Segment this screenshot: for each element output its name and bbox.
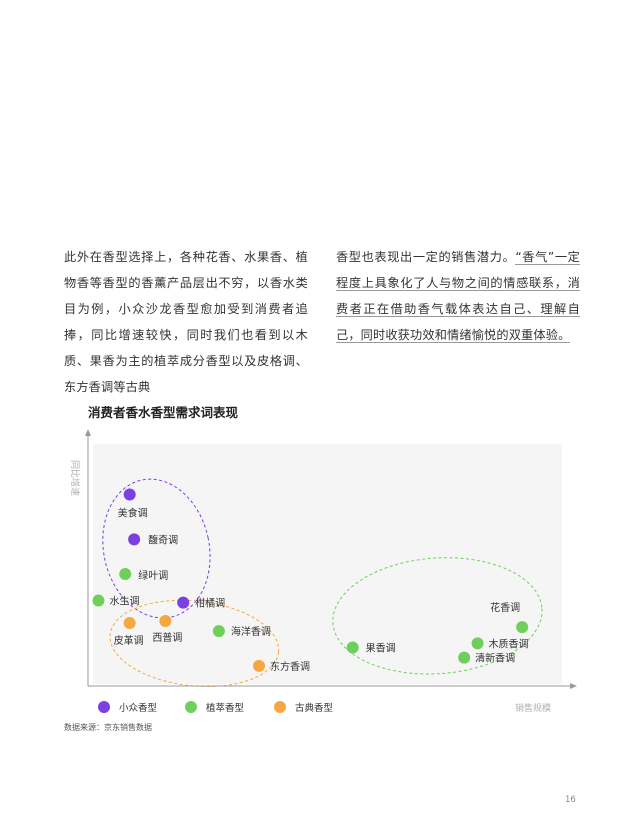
point-label-2-0: 皮革调 [114,634,144,647]
point-0-2 [177,596,190,609]
body-paragraph-right-part2: “香气”一定程度上具象化了人与物之间的情感联系，消费者正在借助香气载体表达自己、… [336,250,581,343]
body-paragraph-left: 此外在香型选择上，各种花香、水果香、植物香等香型的香薰产品层出不穷，以香水类目为… [64,250,308,394]
legend-swatch-0 [98,701,110,713]
point-label-0-0: 美食调 [118,506,148,519]
body-paragraph-right: 香型也表现出一定的销售潜力。“香气”一定程度上具象化了人与物之间的情感联系，消费… [336,244,581,348]
point-2-0 [123,617,136,629]
point-1-0 [119,568,132,581]
point-label-1-6: 清新香调 [475,652,515,665]
point-label-1-2: 海洋香调 [231,625,271,638]
chart-title: 消费者香水香型需求词表现 [88,405,239,420]
point-1-4 [516,621,529,634]
point-label-1-1: 水生调 [109,595,139,608]
point-1-2 [212,625,225,638]
cluster-2 [332,557,543,675]
point-1-1 [92,594,105,607]
cluster-group [102,478,543,688]
point-label-1-0: 绿叶调 [138,569,168,582]
point-label-2-2: 东方香调 [270,660,310,673]
point-label-0-1: 馥奇调 [148,533,178,546]
body-paragraph-right-part1: 香型也表现出一定的销售潜力。 [336,250,516,264]
point-label-1-4: 花香调 [490,601,520,614]
y-axis-label: 同比增速 [69,460,81,496]
legend-swatch-2 [274,701,286,713]
legend-swatch-1 [185,701,197,713]
point-label-1-5: 木质香调 [489,638,529,650]
point-label-1-3: 果香调 [366,642,396,654]
points-group: 美食调馥奇调柑橘调 绿叶调水生调海洋香调果香调 花香调木质香调清新香调 皮革调西普调东… [92,488,529,673]
legend: 小众香型 植萃香型 古典香型 [98,701,334,714]
x-axis-label: 销售规模 [515,702,551,714]
legend-label-2: 古典香型 [295,702,334,714]
x-axis-arrow [570,683,577,689]
point-0-0 [123,488,136,501]
page-number: 16 [565,795,576,805]
point-2-1 [159,614,172,627]
legend-label-1: 植萃香型 [206,702,245,714]
y-axis-arrow [85,429,91,436]
legend-label-0: 小众香型 [119,703,158,714]
point-2-2 [253,659,266,672]
cluster-1 [109,599,280,688]
point-1-6 [458,651,471,664]
point-1-5 [471,637,484,650]
point-label-2-1: 西普调 [152,631,182,644]
cluster-0 [102,478,211,619]
point-1-3 [346,641,359,654]
data-source: 数据来源：京东销售数据 [64,723,152,732]
point-0-1 [128,533,141,546]
point-label-0-2: 柑橘调 [195,597,225,610]
